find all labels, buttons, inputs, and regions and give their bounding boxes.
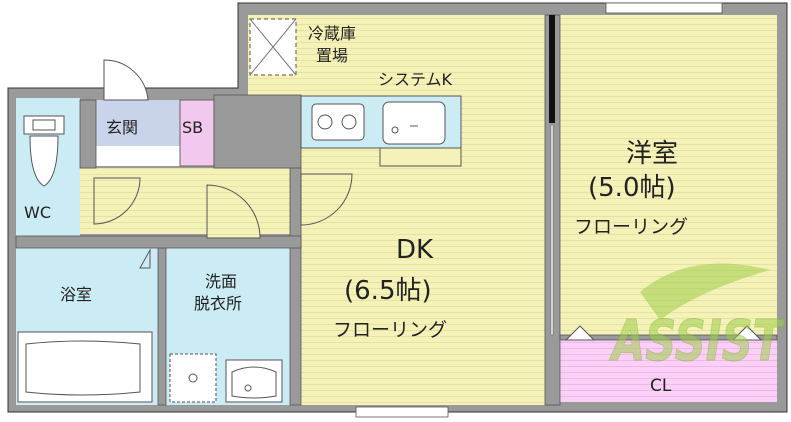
window-western-top xyxy=(605,2,723,14)
windows xyxy=(355,2,723,418)
fridge-label-line2: 置場 xyxy=(316,46,348,65)
burner-left xyxy=(317,114,333,130)
sliding-door-track xyxy=(550,124,554,336)
front-door-swing xyxy=(103,59,149,101)
room-labels: 冷蔵庫置場 システムK 玄関 SB WC 浴室 洗面脱衣所 DK (6.5帖) … xyxy=(24,24,688,396)
closet-label: CL xyxy=(650,376,672,396)
wash-basin xyxy=(225,359,283,403)
wc-door-swing xyxy=(93,177,141,225)
washroom-label-line1: 洗面 xyxy=(205,272,237,291)
bathtub xyxy=(17,331,153,403)
interior-walls xyxy=(15,14,778,406)
washroom-label: 洗面脱衣所 xyxy=(194,272,242,313)
doors xyxy=(93,59,353,269)
shoe-box-label: SB xyxy=(182,118,203,137)
closet-hangers xyxy=(564,325,763,341)
burner-right xyxy=(341,114,357,130)
bath-door-swing xyxy=(139,248,151,269)
toilet-label: WC xyxy=(24,203,51,222)
washroom-label-line2: 脱衣所 xyxy=(194,294,242,313)
sliding-door-post xyxy=(549,15,555,123)
bath-label: 浴室 xyxy=(60,285,92,304)
fridge-label: 冷蔵庫置場 xyxy=(308,24,356,65)
entrance-step xyxy=(96,146,180,166)
kitchen-label: システムK xyxy=(378,70,453,89)
washing-machine-space xyxy=(169,353,217,403)
entrance-label: 玄関 xyxy=(106,118,138,137)
washroom-door-swing xyxy=(206,184,261,239)
watermark-logo: ASSIST xyxy=(608,263,785,375)
fridge-space xyxy=(249,18,297,76)
entrance-floor xyxy=(96,100,180,146)
window-dk-bottom xyxy=(355,406,449,418)
dk-floor xyxy=(301,15,545,405)
toilet xyxy=(23,115,65,187)
western-floor-label: フローリング xyxy=(574,216,688,238)
dk-size-label: (6.5帖) xyxy=(344,276,432,306)
western-size-label: (5.0帖) xyxy=(588,173,676,203)
watermark-text: ASSIST xyxy=(609,309,785,374)
western-name-label: 洋室 xyxy=(626,139,678,169)
sink-drain xyxy=(391,126,399,134)
system-kitchen xyxy=(300,95,462,167)
dk-door-swing xyxy=(300,173,353,226)
kitchen-sink xyxy=(382,101,446,145)
closet-floor xyxy=(560,340,777,402)
stove-top xyxy=(311,103,365,141)
fridge-label-line1: 冷蔵庫 xyxy=(308,24,356,43)
dk-floor-label: フローリング xyxy=(333,319,447,341)
dk-name-label: DK xyxy=(396,235,434,265)
